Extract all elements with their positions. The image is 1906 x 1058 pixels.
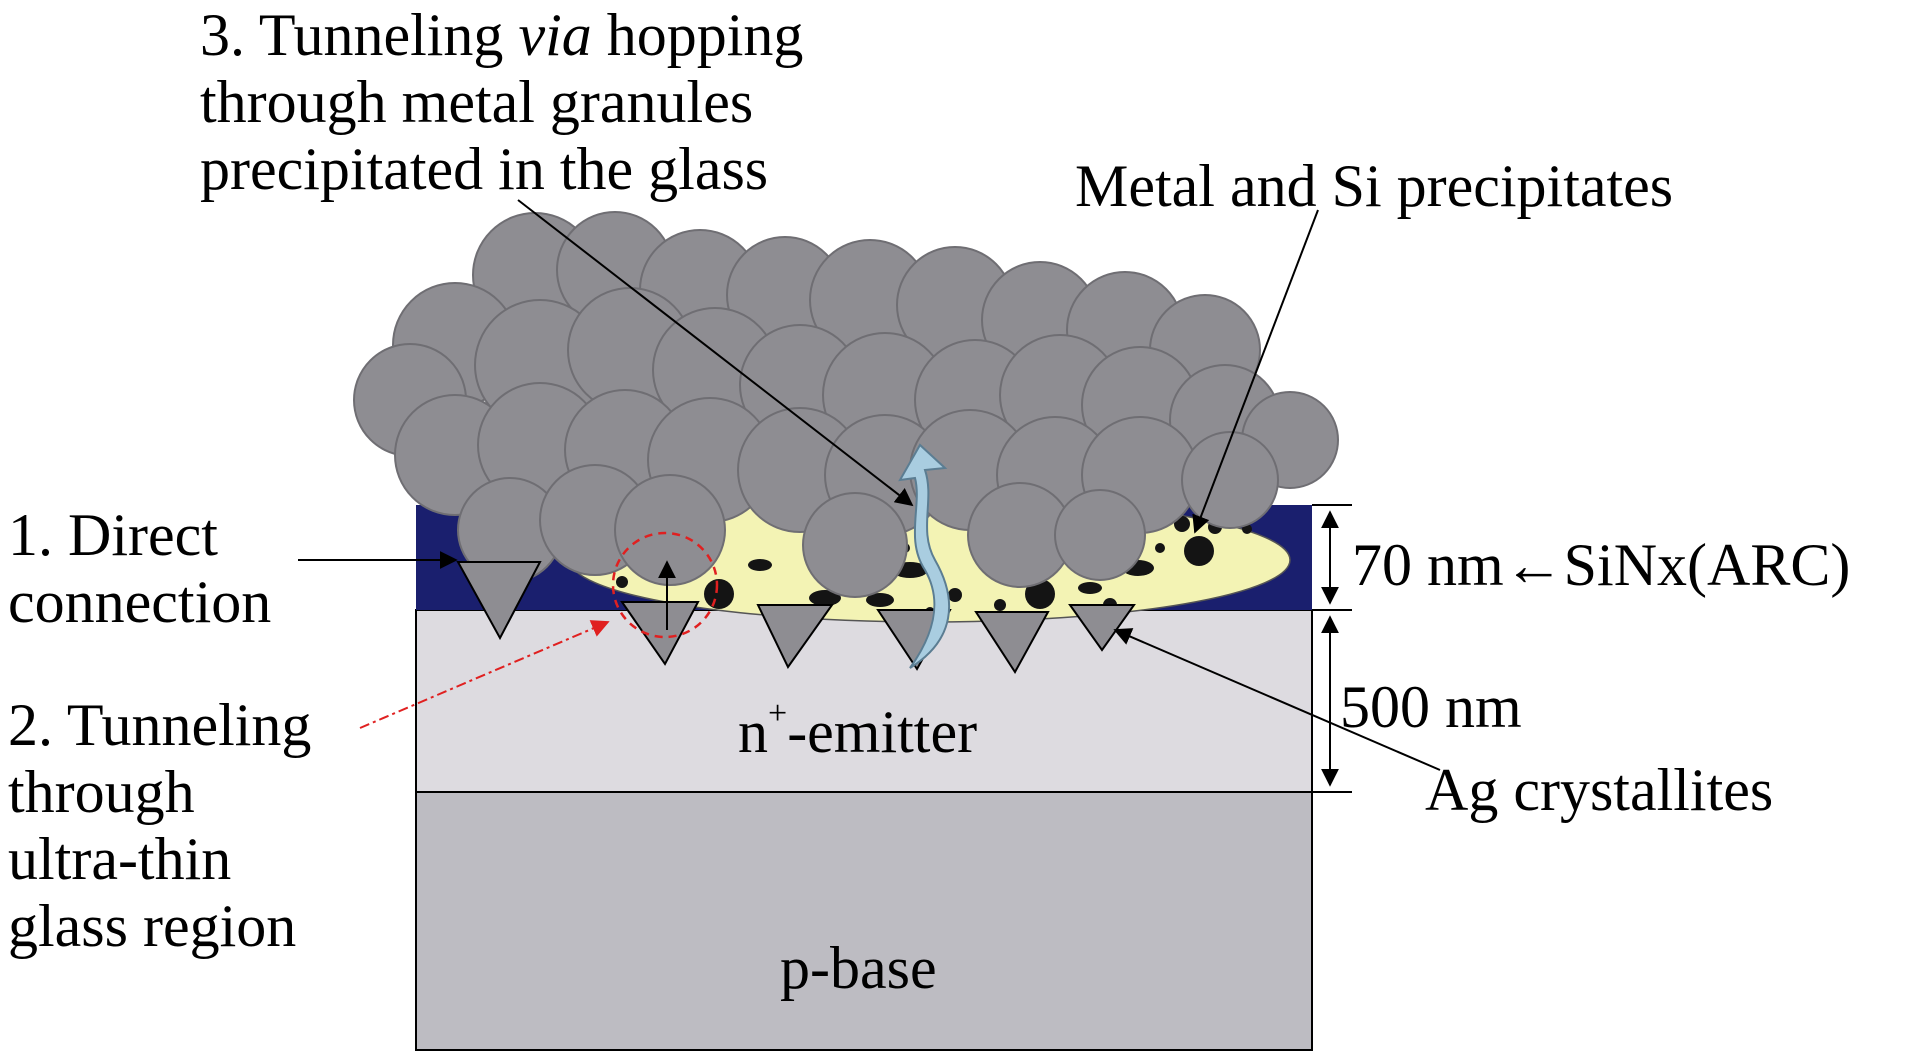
label-ag-crystallites: Ag crystallites bbox=[1425, 757, 1773, 823]
thin-glass-highlight-circle bbox=[611, 531, 719, 639]
label-thin-glass-line4: glass region bbox=[8, 893, 296, 959]
leader-arrow-metal-si bbox=[1192, 209, 1319, 534]
label-direct-line1: 1. Direct bbox=[8, 502, 218, 568]
label-emitter-depth: 500 nm bbox=[1340, 674, 1522, 740]
label-thin-glass-line1: 2. Tunneling bbox=[8, 692, 311, 758]
label-hopping-line3: precipitated in the glass bbox=[200, 136, 768, 202]
leader-arrow-ag-crystallites bbox=[1113, 628, 1441, 771]
leader-arrow-hopping bbox=[517, 199, 914, 507]
label-hopping-line2: through metal granules bbox=[200, 69, 753, 135]
hopping-path-arrow bbox=[898, 443, 951, 669]
label-direct-line2: connection bbox=[8, 569, 271, 635]
ag-metal-spheres bbox=[353, 211, 1339, 598]
dimension-bracket-70nm bbox=[1312, 504, 1352, 611]
label-p-base: p-base bbox=[780, 935, 937, 1001]
label-thin-glass-line2: through bbox=[8, 759, 195, 825]
p-base-layer bbox=[415, 791, 1313, 1051]
n-emitter-layer bbox=[415, 609, 1313, 793]
label-hopping: 3. Tunneling via hopping bbox=[200, 2, 803, 68]
label-metal-si-precipitates: Metal and Si precipitates bbox=[1075, 153, 1673, 219]
label-sinx-thickness: 70 nm←SiNx(ARC) bbox=[1352, 532, 1850, 598]
dimension-bracket-500nm bbox=[1312, 615, 1352, 793]
label-n-emitter: n+-emitter bbox=[738, 695, 977, 765]
label-thin-glass-line3: ultra-thin bbox=[8, 826, 231, 892]
leader-arrow-thin-glass bbox=[359, 620, 610, 729]
